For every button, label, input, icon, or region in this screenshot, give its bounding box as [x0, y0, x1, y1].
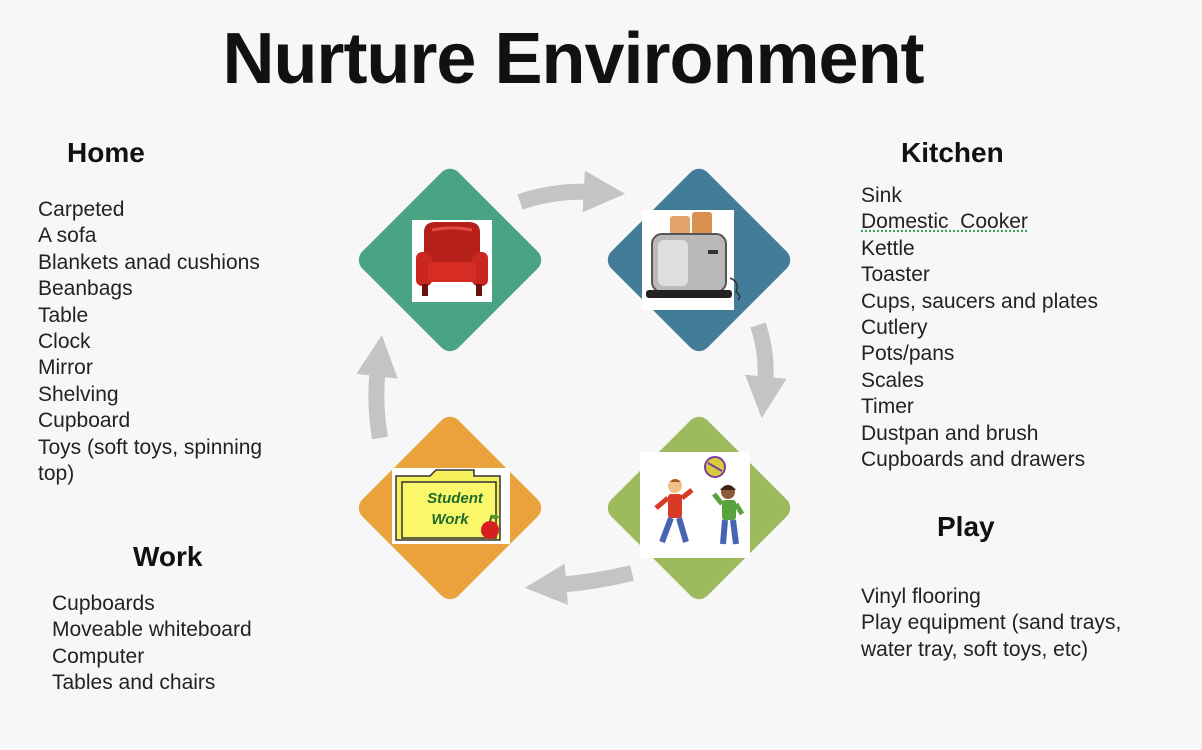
home-heading: Home	[67, 137, 145, 168]
list-item: Toys (soft toys, spinning top)	[38, 435, 263, 486]
list-item: Toaster	[861, 263, 930, 287]
page-title: Nurture Environment	[222, 19, 924, 99]
list-item: Tables and chairs	[52, 671, 216, 695]
student-work-folder-icon: Student Work	[392, 468, 510, 544]
list-item: Shelving	[38, 382, 119, 406]
home-list: Carpeted A sofa Blankets anad cushions B…	[38, 197, 288, 487]
list-item: Scales	[861, 368, 925, 392]
apple-icon	[481, 514, 499, 539]
list-item: Table	[38, 303, 89, 327]
list-item: Moveable whiteboard	[52, 618, 252, 642]
play-diamond	[607, 416, 791, 600]
list-item: Cupboards and drawers	[861, 448, 1086, 472]
list-item: Vinyl flooring	[861, 585, 981, 608]
list-item: Dustpan and brush	[861, 421, 1039, 445]
children-playing-icon	[640, 452, 750, 558]
work-heading: Work	[133, 541, 203, 572]
list-item: Domestic Cooker	[861, 210, 1028, 234]
folder-label-line1: Student	[427, 490, 484, 507]
kitchen-diamond	[607, 168, 791, 352]
home-diamond	[358, 168, 542, 352]
list-item: Cupboard	[38, 409, 131, 433]
arrow-play-to-work	[524, 563, 634, 606]
list-item: Cups, saucers and plates	[861, 289, 1098, 313]
list-item: A sofa	[38, 224, 97, 248]
list-item: Play equipment (sand trays, water tray, …	[861, 611, 1122, 661]
arrow-work-to-home	[356, 334, 398, 440]
list-item: Cupboards	[52, 592, 155, 615]
list-item: Carpeted	[38, 198, 125, 221]
folder-label-line2: Work	[431, 511, 469, 528]
toaster-icon	[642, 210, 741, 310]
list-item: Cutlery	[861, 316, 928, 340]
list-item: Beanbags	[38, 277, 133, 301]
list-item: Blankets anad cushions	[38, 250, 260, 274]
kitchen-heading: Kitchen	[901, 137, 1004, 168]
armchair-icon	[412, 220, 492, 302]
list-item: Timer	[861, 395, 914, 419]
list-item: Computer	[52, 644, 145, 668]
list-item: Mirror	[38, 356, 93, 380]
play-list: Vinyl flooring Play equipment (sand tray…	[861, 584, 1161, 663]
play-heading: Play	[937, 511, 995, 542]
list-item: Sink	[861, 184, 902, 207]
arrow-kitchen-to-play	[745, 322, 787, 419]
list-item: Kettle	[861, 236, 915, 260]
list-item: Clock	[38, 330, 91, 354]
work-diamond: Student Work	[358, 416, 542, 600]
kitchen-list: Sink Domestic Cooker Kettle Toaster Cups…	[861, 183, 1161, 473]
cycle-diagram: Student Work	[356, 168, 791, 606]
arrow-home-to-kitchen	[517, 170, 626, 213]
list-item: Pots/pans	[861, 342, 955, 366]
work-list: Cupboards Moveable whiteboard Computer T…	[52, 591, 312, 697]
